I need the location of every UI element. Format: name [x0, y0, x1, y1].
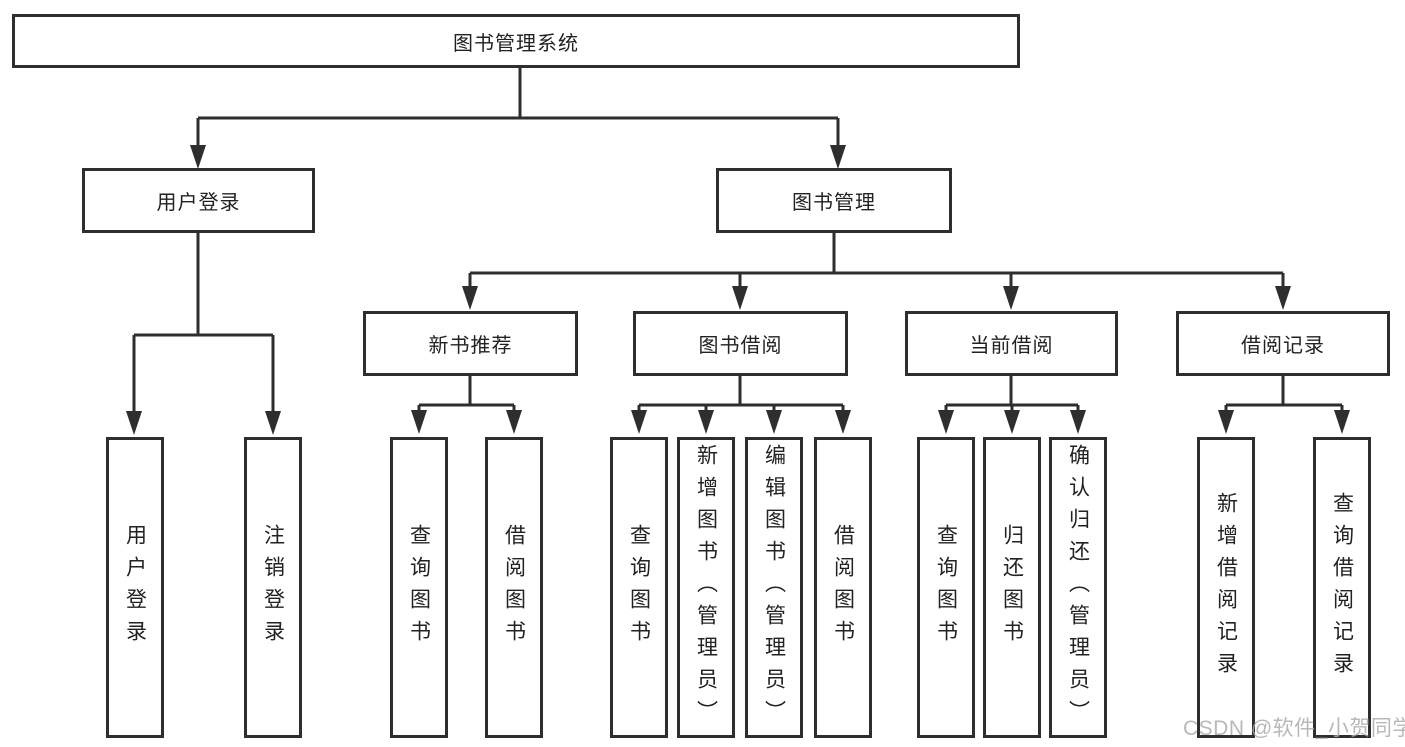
arrowhead-add-books-admin [698, 410, 714, 434]
node-current-borrowing: 当前借阅 [905, 311, 1118, 376]
node-book-management: 图书管理 [716, 168, 952, 233]
arrowhead-borrow-books-2 [835, 410, 851, 434]
node-book-borrowing: 图书借阅 [633, 311, 848, 376]
node-add-books-admin: 新增图书（管理员） [677, 437, 735, 738]
arrowhead-login [126, 411, 142, 435]
node-confirm-return-admin: 确认归还（管理员） [1049, 437, 1107, 738]
node-query-books-3: 查询图书 [917, 437, 975, 738]
node-query-books-1: 查询图书 [390, 437, 448, 738]
connector-root-to-level2 [190, 68, 846, 169]
arrowhead-confirm-return-admin [1070, 410, 1086, 434]
connector-book-management-children [462, 233, 1291, 310]
csdn-watermark: CSDN @软件_小贺同学 [1183, 717, 1405, 740]
arrowhead-logout [265, 411, 281, 435]
arrowhead-borrow-books-1 [506, 410, 522, 434]
arrowhead-book-management [830, 145, 846, 169]
connector-borrowing-records-children [1218, 376, 1350, 434]
arrowhead-return-books [1004, 410, 1020, 434]
node-login: 用户登录 [106, 437, 164, 738]
connector-user-login-children [126, 233, 281, 435]
node-add-borrow-record: 新增借阅记录 [1197, 437, 1255, 738]
node-edit-books-admin: 编辑图书（管理员） [745, 437, 803, 738]
connector-new-book-recommend-children [411, 376, 522, 434]
arrowhead-add-borrow-record [1218, 410, 1234, 434]
arrowhead-user-login [190, 145, 206, 169]
node-library-management-system: 图书管理系统 [12, 14, 1020, 68]
node-borrow-books-2: 借阅图书 [814, 437, 872, 738]
node-new-book-recommend: 新书推荐 [363, 311, 578, 376]
node-return-books: 归还图书 [983, 437, 1041, 738]
node-borrowing-records: 借阅记录 [1176, 311, 1390, 376]
connector-current-borrowing-children [938, 376, 1086, 434]
node-borrow-books-1: 借阅图书 [485, 437, 543, 738]
arrowhead-query-books-3 [938, 410, 954, 434]
arrowhead-current-borrowing [1003, 286, 1019, 310]
arrowhead-query-books-2 [631, 410, 647, 434]
arrowhead-new-book-recommend [462, 286, 478, 310]
node-query-borrow-record: 查询借阅记录 [1313, 437, 1371, 738]
node-query-books-2: 查询图书 [610, 437, 668, 738]
arrowhead-borrowing-records [1275, 286, 1291, 310]
arrowhead-query-books-1 [411, 410, 427, 434]
connector-book-borrowing-children [631, 376, 851, 434]
node-user-login: 用户登录 [82, 168, 315, 233]
arrowhead-book-borrowing [732, 286, 748, 310]
arrowhead-edit-books-admin [766, 410, 782, 434]
arrowhead-query-borrow-record [1334, 410, 1350, 434]
node-logout: 注销登录 [244, 437, 302, 738]
